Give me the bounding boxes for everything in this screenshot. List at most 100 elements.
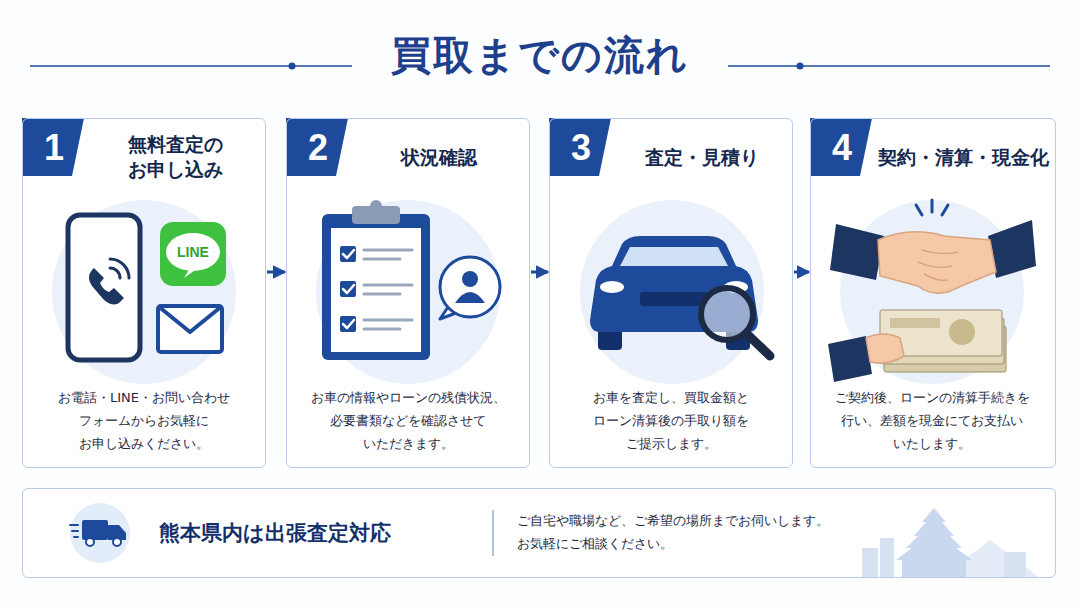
card-ground-part: [549, 118, 793, 468]
car-icon: [590, 236, 758, 350]
handshake-icon-part: [830, 224, 884, 280]
money-icon-part: [890, 318, 940, 328]
person-bubble-icon-part: [440, 257, 500, 317]
person-bubble-icon-part: [455, 292, 485, 303]
clipboard-icon-part-part: [364, 319, 412, 322]
step-number: 4: [811, 119, 873, 177]
money-icon-part: [866, 334, 904, 363]
clipboard-icon: [322, 200, 430, 360]
app-logo-text: LINE: [166, 243, 220, 261]
card-ground-part: [286, 118, 530, 468]
step-description: ご契約後、ローンの清算手続きを 行い、差額を現金にてお支払い いたします。: [816, 387, 1048, 455]
title-rule-part: [728, 65, 1050, 67]
step-card: 3査定・見積りお車を査定し、買取金額と ローン清算後の手取り額を ご提示します。: [549, 118, 793, 468]
service-band: 熊本県内は出張査定対応ご自宅や職場など、ご希望の場所までお伺いします。 お気軽に…: [22, 488, 1056, 578]
card-ground-part: [22, 118, 266, 468]
van-icon-part-part: [74, 536, 78, 538]
icon-backdrop-part: [52, 200, 236, 384]
phone-icon: [68, 215, 140, 360]
clipboard-icon-part-part: [340, 246, 356, 262]
step-badge-part: [810, 118, 872, 176]
step-badge-part: [286, 118, 348, 176]
step-card: 2状況確認お車の情報やローンの残債状況、 必要書類などを確認させて いただきます…: [286, 118, 530, 468]
line-app-icon-part: [184, 268, 198, 278]
band-divider: [492, 510, 494, 556]
mail-icon-part: [158, 306, 222, 352]
step-badge-part: [549, 118, 611, 176]
magnifier-icon-part: [746, 333, 770, 356]
clipboard-icon-part: [331, 228, 421, 352]
step-heading: 契約・清算・現金化: [873, 125, 1053, 189]
step-description: お電話・LINE・お問い合わせ フォームからお気軽に お申し込みください。: [28, 387, 260, 455]
step-card: 4契約・清算・現金化ご契約後、ローンの清算手続きを 行い、差額を現金にてお支払い…: [810, 118, 1056, 468]
handshake-icon-part: [916, 200, 948, 215]
clipboard-icon-part-part: [340, 281, 356, 297]
clipboard-icon-part: [343, 250, 354, 328]
step-description: お車を査定し、買取金額と ローン清算後の手取り額を ご提示します。: [555, 387, 787, 455]
van-icon-part: [82, 520, 108, 540]
title-rule-part: [289, 63, 296, 70]
clipboard-icon-part-part: [343, 285, 354, 293]
icon-backdrop-part: [316, 200, 500, 384]
handshake-icon-part: [918, 250, 958, 280]
money-icon-part: [949, 319, 975, 345]
clipboard-icon-part-part: [343, 320, 354, 328]
icon-backdrop-part: [580, 200, 764, 384]
castle-skyline-part: [1004, 552, 1026, 578]
step-heading: 状況確認: [349, 125, 529, 189]
step-number: 3: [550, 119, 612, 177]
clipboard-icon-part: [322, 214, 430, 360]
clipboard-icon-part: [340, 246, 356, 332]
flow-arrow: [531, 271, 548, 274]
clipboard-icon-part-part: [364, 249, 412, 252]
clipboard-icon-part-part: [364, 293, 400, 296]
clipboard-icon-part-part: [343, 250, 354, 258]
page-title: 買取までの流れ: [240, 28, 840, 83]
clipboard-icon-part: [364, 250, 412, 329]
van-icon-part-part: [70, 524, 78, 526]
car-icon-part: [600, 281, 624, 293]
handshake-icon: [830, 200, 1036, 293]
phone-icon-part: [110, 259, 129, 278]
castle-skyline: [862, 508, 1040, 578]
van-icon-part-part: [72, 530, 78, 532]
money-icon-part: [828, 336, 872, 382]
step-heading: 査定・見積り: [612, 125, 792, 189]
clipboard-icon-part: [370, 200, 382, 212]
title-rule-part: [797, 63, 804, 70]
handshake-icon-part-part: [916, 205, 922, 215]
step-number: 2: [287, 119, 349, 177]
person-bubble-icon-part: [462, 271, 478, 287]
castle-skyline-part: [896, 508, 972, 578]
handshake-icon-part: [878, 232, 996, 293]
mail-icon-part: [158, 306, 222, 332]
title-rule-part: [30, 65, 352, 67]
band-description: ご自宅や職場など、ご希望の場所までお伺いします。 お気軽にご相談ください。: [517, 489, 867, 577]
van-icon-part: [70, 525, 78, 537]
castle-skyline-part: [862, 548, 878, 578]
person-bubble-icon: [440, 257, 500, 319]
handshake-icon-part-part: [942, 205, 948, 215]
flow-arrow: [267, 271, 285, 274]
band-heading: 熊本県内は出張査定対応: [159, 489, 499, 577]
van-icon-part: [70, 503, 130, 563]
mail-icon: [158, 306, 222, 352]
van-icon-part: [113, 538, 121, 546]
icon-backdrop: [52, 200, 1024, 384]
car-icon-part: [620, 247, 728, 266]
magnifier-icon-part: [701, 288, 753, 340]
flow-arrow: [794, 271, 809, 274]
step-heading: 無料査定の お申し込み: [85, 125, 265, 189]
step-number: 1: [23, 119, 85, 177]
handshake-icon-part-part: [931, 200, 934, 212]
line-app-icon: [160, 222, 226, 286]
line-app-icon-part: [166, 233, 220, 271]
van-icon: [70, 503, 130, 563]
card-ground-part: [22, 488, 1056, 578]
money-icon: [828, 310, 1006, 382]
card-ground-part: [810, 118, 1056, 468]
magnifier-icon: [701, 288, 770, 356]
card-ground: [22, 118, 1056, 578]
clipboard-icon-part-part: [340, 316, 356, 332]
